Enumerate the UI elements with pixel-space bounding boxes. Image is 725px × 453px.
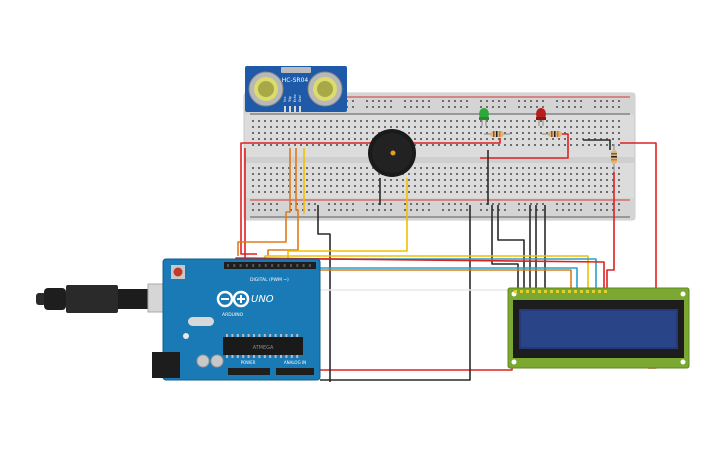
wire-black-gnd-lcd[interactable] bbox=[317, 205, 331, 382]
wire-red-led[interactable] bbox=[480, 133, 569, 159]
breadboard[interactable] bbox=[243, 92, 636, 221]
wire-orange-2[interactable] bbox=[267, 148, 299, 256]
wire-orange-trig[interactable] bbox=[237, 148, 291, 256]
ultrasonic-sensor[interactable]: HC-SR04 Vcc Trig Echo Gnd bbox=[245, 66, 347, 112]
digital-label: DIGITAL (PWM ~) bbox=[250, 277, 289, 283]
wire-red-backlight[interactable] bbox=[606, 172, 615, 292]
wire-blue-lcd-1[interactable] bbox=[279, 258, 597, 292]
wire-black-a[interactable] bbox=[491, 205, 519, 292]
wire-red-5v[interactable] bbox=[240, 138, 501, 255]
wire-black-gnd-main[interactable] bbox=[320, 205, 471, 381]
analog-label: ANALOG IN bbox=[284, 360, 306, 365]
wire-black-f[interactable] bbox=[497, 205, 525, 292]
sensor-pin-echo: Echo bbox=[293, 94, 297, 102]
model-label: UNO bbox=[251, 294, 274, 305]
sensor-pin-gnd: Gnd bbox=[298, 95, 302, 102]
green-led[interactable] bbox=[479, 108, 489, 126]
wire-yellow-buzzer[interactable] bbox=[287, 178, 408, 258]
chip-label: ATMEGA bbox=[253, 345, 274, 351]
piezo-buzzer[interactable] bbox=[368, 129, 416, 177]
lcd-display[interactable] bbox=[507, 287, 690, 369]
power-label: POWER bbox=[241, 360, 256, 365]
brand-label: ARDUINO bbox=[222, 312, 244, 318]
sensor-pin-vcc: Vcc bbox=[283, 96, 287, 102]
sensor-label: HC-SR04 bbox=[282, 77, 309, 84]
sensor-pin-trig: Trig bbox=[288, 96, 292, 103]
resistor-lcd-backlight[interactable] bbox=[611, 144, 617, 172]
red-led[interactable] bbox=[536, 108, 546, 126]
arduino-uno[interactable]: DIGITAL (PWM ~) UNO ARDUINO ATMEGA POWER… bbox=[152, 258, 321, 381]
resistor-green-led[interactable] bbox=[484, 131, 510, 137]
wire-black-led-gnd[interactable] bbox=[583, 139, 611, 150]
usb-cable[interactable] bbox=[36, 283, 177, 313]
arduino-logo-icon bbox=[216, 290, 250, 308]
